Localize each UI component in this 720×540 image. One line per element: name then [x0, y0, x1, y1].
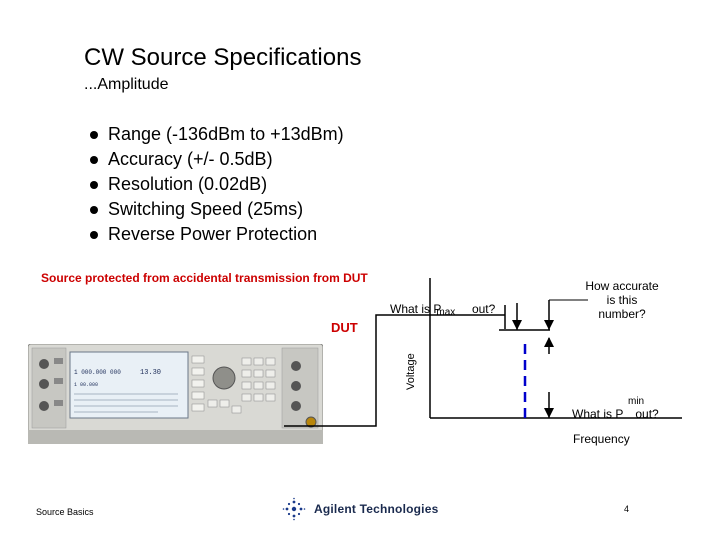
footer-source-basics: Source Basics [36, 507, 94, 517]
x-axis-label: Frequency [573, 432, 630, 446]
bullet-item: Resolution (0.02dB) [90, 172, 344, 197]
protection-note: Source protected from accidental transmi… [41, 271, 368, 285]
rotary-knob-icon [212, 366, 236, 390]
connector-icon [39, 359, 49, 369]
dut-label: DUT [331, 320, 358, 335]
bullet-dot-icon [90, 206, 98, 214]
rf-output-connector-icon [305, 416, 317, 428]
bullet-dot-icon [90, 181, 98, 189]
display-frequency: 1 000.000 000 [74, 369, 121, 376]
connector-icon [291, 401, 301, 411]
pmax-question: What is Pmax out? [390, 302, 496, 318]
arrow-down-icon [544, 320, 554, 330]
connector-icon [291, 361, 301, 371]
display-amplitude: 13.30 [140, 369, 161, 377]
accuracy-question: How accurate is this number? [585, 279, 659, 321]
bullet-item: Reverse Power Protection [90, 222, 344, 247]
connector-icon [39, 401, 49, 411]
arrow-down-icon [512, 320, 522, 330]
y-axis-label: Voltage [405, 353, 417, 390]
bullet-item: Accuracy (+/- 0.5dB) [90, 147, 344, 172]
spec-bullet-list: Range (-136dBm to +13dBm) Accuracy (+/- … [90, 122, 344, 247]
connector-icon [39, 379, 49, 389]
signal-generator-image: 1 000.000 000 13.30 1 00.000 [28, 344, 323, 444]
instrument-display [69, 351, 189, 419]
arrow-down-icon [544, 408, 554, 418]
display-frequency-secondary: 1 00.000 [74, 382, 98, 388]
bullet-dot-icon [90, 231, 98, 239]
brand-logo: Agilent Technologies [282, 497, 438, 521]
bullet-item: Switching Speed (25ms) [90, 197, 344, 222]
slide-title: CW Source Specifications [84, 44, 362, 71]
brand-name: Agilent Technologies [314, 502, 439, 516]
slide-subtitle: ...Amplitude [84, 76, 169, 93]
bullet-item: Range (-136dBm to +13dBm) [90, 122, 344, 147]
connector-icon [291, 381, 301, 391]
agilent-spark-icon [282, 497, 306, 521]
pmin-superscript: min [628, 396, 645, 407]
bullet-dot-icon [90, 156, 98, 164]
page-number: 4 [624, 504, 630, 514]
arrow-up-icon [544, 337, 554, 347]
bullet-dot-icon [90, 131, 98, 139]
